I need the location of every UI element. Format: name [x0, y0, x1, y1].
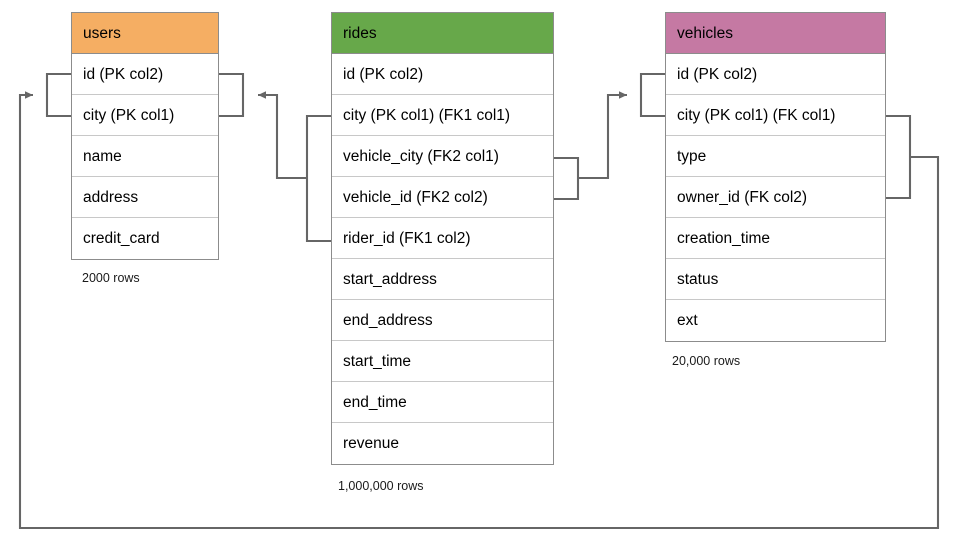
field-users-id[interactable]: id (PK col2) [72, 54, 218, 95]
entity-vehicles[interactable]: vehicles id (PK col2) city (PK col1) (FK… [665, 12, 886, 342]
field-rides-end-address[interactable]: end_address [332, 300, 553, 341]
field-users-name[interactable]: name [72, 136, 218, 177]
connector-users-left-bracket [45, 72, 71, 118]
field-rides-vehicle-id[interactable]: vehicle_id (FK2 col2) [332, 177, 553, 218]
field-rides-city[interactable]: city (PK col1) (FK1 col1) [332, 95, 553, 136]
field-users-city[interactable]: city (PK col1) [72, 95, 218, 136]
field-vehicles-owner-id[interactable]: owner_id (FK col2) [666, 177, 885, 218]
entity-vehicles-title: vehicles [666, 13, 885, 54]
field-vehicles-creation-time[interactable]: creation_time [666, 218, 885, 259]
field-users-address[interactable]: address [72, 177, 218, 218]
connector-users-right-bracket [219, 72, 245, 118]
connector-rides-right-bracket [554, 156, 580, 201]
field-vehicles-id[interactable]: id (PK col2) [666, 54, 885, 95]
row-count-rides: 1,000,000 rows [338, 479, 424, 493]
field-rides-start-address[interactable]: start_address [332, 259, 553, 300]
field-rides-rider-id[interactable]: rider_id (FK1 col2) [332, 218, 553, 259]
connector-rides-fk1-to-users [258, 91, 307, 180]
entity-users-title: users [72, 13, 218, 54]
field-rides-revenue[interactable]: revenue [332, 423, 553, 464]
field-rides-vehicle-city[interactable]: vehicle_city (FK2 col1) [332, 136, 553, 177]
connector-vehicles-left-bracket [639, 72, 665, 118]
field-rides-id[interactable]: id (PK col2) [332, 54, 553, 95]
field-vehicles-city[interactable]: city (PK col1) (FK col1) [666, 95, 885, 136]
entity-users[interactable]: users id (PK col2) city (PK col1) name a… [71, 12, 219, 260]
entity-rides[interactable]: rides id (PK col2) city (PK col1) (FK1 c… [331, 12, 554, 465]
field-vehicles-ext[interactable]: ext [666, 300, 885, 341]
connector-rides-fk2-to-vehicles [578, 91, 627, 180]
connector-vehicles-right-bracket [886, 114, 912, 200]
field-vehicles-type[interactable]: type [666, 136, 885, 177]
row-count-vehicles: 20,000 rows [672, 354, 741, 368]
field-vehicles-status[interactable]: status [666, 259, 885, 300]
field-rides-end-time[interactable]: end_time [332, 382, 553, 423]
connector-rides-left-bracket [305, 114, 331, 243]
field-users-credit-card[interactable]: credit_card [72, 218, 218, 259]
entity-rides-title: rides [332, 13, 553, 54]
field-rides-start-time[interactable]: start_time [332, 341, 553, 382]
row-count-users: 2000 rows [82, 271, 140, 285]
